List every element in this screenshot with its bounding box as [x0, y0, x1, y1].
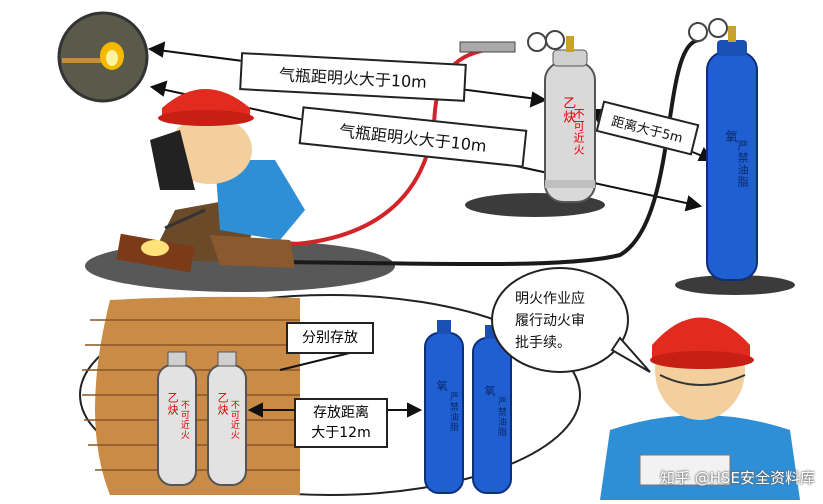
oxygen-top-name: 氧 — [722, 130, 738, 144]
permit-bubble-text: 明火作业应 履行动火审 批手续。 — [515, 291, 585, 351]
acetylene-top-name: 乙炔 — [560, 96, 576, 124]
storage-room — [79, 294, 581, 496]
acetylene-top-warning: 不可近火 — [572, 108, 586, 156]
open-flame-icon — [57, 11, 149, 103]
watermark: 知乎 @HSE安全资料库 — [659, 469, 815, 487]
separate-storage-label: 分别存放 — [286, 322, 374, 354]
oxygen-bottom-name-1: 氧 — [435, 380, 449, 392]
distance-fire-text-top: 气瓶距明火大于10m — [278, 65, 428, 92]
oxygen-bottom-warning-1: 严禁油脂 — [447, 392, 458, 432]
acetylene-bottom-warning-1: 不可近火 — [178, 400, 189, 440]
safety-officer — [600, 317, 800, 500]
acetylene-bottom-name-1: 乙炔 — [166, 392, 180, 416]
welder-worker — [116, 89, 305, 273]
oxygen-cylinder-top — [688, 18, 758, 281]
separate-storage-text: 分别存放 — [302, 330, 358, 346]
storage-distance-label: 存放距离 大于12m — [294, 398, 388, 448]
oxygen-bottom-warning-2: 严禁油脂 — [495, 397, 506, 437]
storage-distance-text: 存放距离 大于12m — [311, 405, 371, 441]
acetylene-cylinder-top — [459, 30, 596, 203]
oxygen-bottom-name-2: 氧 — [483, 385, 497, 397]
acetylene-bottom-name-2: 乙炔 — [216, 392, 230, 416]
speech-bubble — [491, 267, 651, 373]
oxygen-top-warning: 严禁油脂 — [736, 140, 750, 188]
acetylene-bottom-warning-2: 不可近火 — [228, 400, 239, 440]
